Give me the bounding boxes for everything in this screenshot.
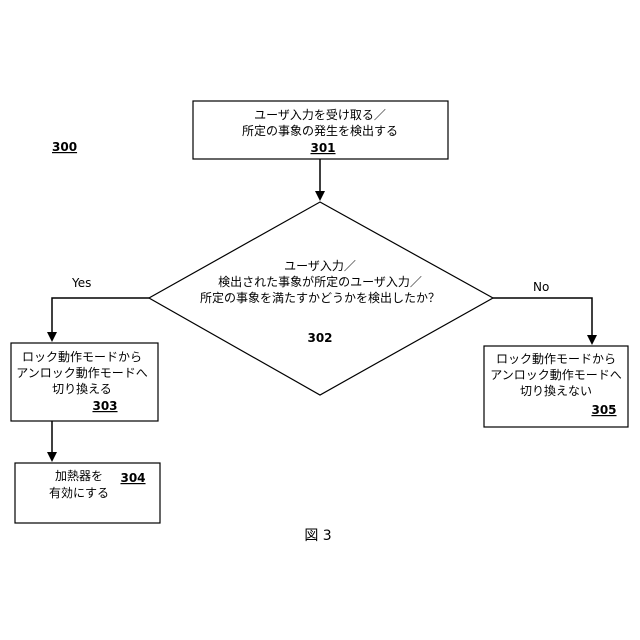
step-302-line-2: 検出された事象が所定のユーザ入力／ [218, 274, 422, 289]
step-304-box: 加熱器を 有効にする 304 [15, 463, 160, 523]
step-305-id: 305 [591, 403, 616, 417]
step-301-box: ユーザ入力を受け取る／ 所定の事象の発生を検出する 301 [193, 101, 448, 159]
step-305-line-3: 切り換えない [520, 384, 592, 398]
figure-caption: 図 3 [304, 528, 331, 544]
step-305-line-2: アンロック動作モードへ [490, 368, 622, 382]
step-304-line-1: 加熱器を [55, 469, 103, 483]
step-304-id: 304 [120, 471, 145, 485]
step-303-box: ロック動作モードから アンロック動作モードへ 切り換える 303 [11, 343, 158, 421]
step-302-decision: ユーザ入力／ 検出された事象が所定のユーザ入力／ 所定の事象を満たすかどうかを検… [149, 202, 493, 395]
step-304-line-2: 有効にする [49, 485, 109, 500]
step-302-line-1: ユーザ入力／ [284, 259, 356, 273]
step-302-line-3: 所定の事象を満たすかどうかを検出したか？ [200, 290, 440, 305]
arrow-no-branch [493, 298, 592, 343]
step-303-line-3: 切り換える [52, 382, 112, 396]
step-305-line-1: ロック動作モードから [496, 352, 616, 366]
arrow-yes-branch [52, 298, 149, 340]
step-303-line-2: アンロック動作モードへ [16, 366, 148, 380]
no-label: No [533, 280, 549, 294]
step-303-id: 303 [92, 399, 117, 413]
step-305-box: ロック動作モードから アンロック動作モードへ 切り換えない 305 [484, 346, 628, 427]
diagram-label: 300 [52, 140, 77, 154]
step-301-line-2: 所定の事象の発生を検出する [242, 123, 398, 138]
step-301-id: 301 [310, 141, 335, 155]
step-302-id: 302 [307, 331, 332, 345]
yes-label: Yes [71, 276, 91, 290]
step-303-line-1: ロック動作モードから [22, 350, 142, 364]
step-301-line-1: ユーザ入力を受け取る／ [254, 108, 386, 122]
